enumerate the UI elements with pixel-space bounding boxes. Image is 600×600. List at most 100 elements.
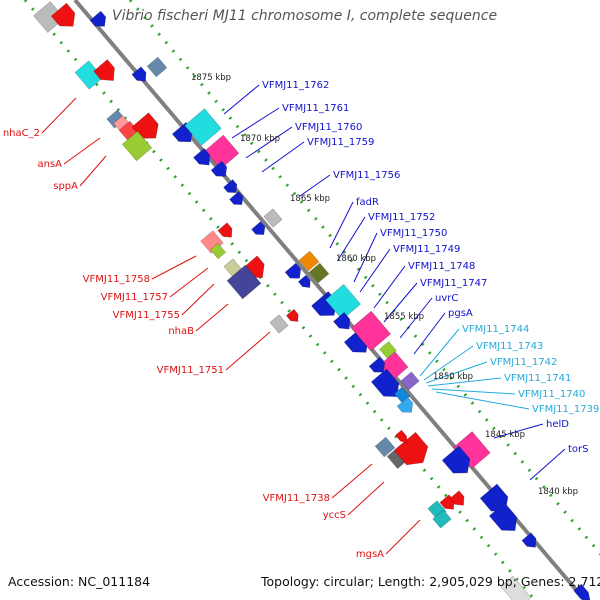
left-gene-label-ansa[interactable]: ansA (37, 159, 62, 170)
gene-feature[interactable] (432, 509, 452, 529)
gene-feature[interactable] (263, 208, 283, 228)
right-gene-label-vfmj11-1762[interactable]: VFMJ11_1762 (262, 80, 329, 91)
gene-feature[interactable] (441, 445, 476, 480)
gene-feature[interactable] (93, 59, 121, 87)
left-gene-label-vfmj11-1751[interactable]: VFMJ11_1751 (157, 365, 224, 376)
gene-feature[interactable] (209, 242, 227, 260)
gene-feature[interactable] (229, 191, 247, 209)
leader-line-vfmj11-1756 (299, 174, 331, 197)
leader-line-vfmj11-1761 (231, 107, 280, 139)
right-gene-label-vfmj11-1752[interactable]: VFMJ11_1752 (368, 212, 435, 223)
gene-feature[interactable] (396, 396, 417, 417)
gene-feature[interactable] (370, 368, 404, 403)
right-gene-label-vfmj11-1743[interactable]: VFMJ11_1743 (476, 341, 543, 352)
gene-feature[interactable] (217, 222, 236, 241)
right-gene-label-vfmj11-1742[interactable]: VFMJ11_1742 (490, 357, 557, 368)
gene-feature[interactable] (210, 160, 231, 181)
gene-feature[interactable] (449, 490, 468, 509)
scale-label-1855-kbp: 1855 kbp (384, 312, 424, 322)
gene-feature[interactable] (297, 274, 313, 291)
gene-feature[interactable] (325, 283, 361, 321)
gene-feature[interactable] (308, 262, 330, 284)
right-gene-label-vfmj11-1744[interactable]: VFMJ11_1744 (462, 324, 529, 335)
right-gene-label-vfmj11-1739[interactable]: VFMJ11_1739 (532, 404, 599, 415)
gene-feature[interactable] (131, 66, 150, 85)
gene-feature[interactable] (285, 308, 301, 325)
left-gene-label-yccs[interactable]: yccS (323, 510, 346, 521)
label-leader-lines (41, 84, 566, 555)
gene-feature[interactable] (121, 130, 153, 162)
right-gene-label-vfmj11-1748[interactable]: VFMJ11_1748 (408, 261, 475, 272)
scale-label-1865-kbp: 1865 kbp (290, 194, 330, 204)
leader-line-pgsa (413, 312, 446, 355)
left-gene-label-sppa[interactable]: sppA (53, 181, 78, 192)
gene-feature[interactable] (226, 264, 262, 300)
right-gene-label-vfmj11-1759[interactable]: VFMJ11_1759 (307, 137, 374, 148)
leader-line-vfmj11-1739 (435, 391, 530, 410)
right-gene-label-vfmj11-1741[interactable]: VFMJ11_1741 (504, 373, 571, 384)
leader-line-vfmj11-1758 (151, 255, 197, 280)
gene-feature[interactable] (269, 314, 289, 334)
gene-feature[interactable] (284, 262, 305, 283)
right-gene-label-vfmj11-1749[interactable]: VFMJ11_1749 (393, 244, 460, 255)
gene-feature[interactable] (131, 112, 164, 146)
accession-text: Accession: NC_011184 (8, 574, 151, 589)
left-gene-label-mgsa[interactable]: mgsA (356, 549, 384, 560)
leader-line-vfmj11-1750 (353, 232, 378, 283)
gene-feature[interactable] (400, 371, 420, 391)
gene-feature[interactable] (74, 60, 104, 90)
gene-feature[interactable] (379, 341, 397, 359)
gene-feature[interactable] (223, 179, 241, 197)
leader-line-vfmj11-1755 (181, 283, 215, 316)
right-gene-label-uvrc[interactable]: uvrC (435, 293, 458, 304)
right-gene-label-vfmj11-1740[interactable]: VFMJ11_1740 (518, 389, 585, 400)
gene-feature[interactable] (393, 431, 433, 471)
right-gene-label-held[interactable]: helD (546, 419, 569, 430)
right-gene-label-vfmj11-1761[interactable]: VFMJ11_1761 (282, 103, 349, 114)
leader-line-nhac-2 (41, 97, 77, 134)
gene-feature[interactable] (350, 310, 392, 352)
right-gene-label-vfmj11-1756[interactable]: VFMJ11_1756 (333, 170, 400, 181)
gene-feature[interactable] (394, 429, 410, 446)
scale-label-1850-kbp: 1850 kbp (433, 372, 473, 382)
leader-line-vfmj11-1757 (169, 267, 209, 298)
leader-line-vfmj11-1748 (373, 265, 406, 309)
left-gene-label-vfmj11-1738[interactable]: VFMJ11_1738 (263, 493, 330, 504)
leader-line-fadr (329, 201, 354, 249)
leader-line-held (493, 423, 544, 439)
scale-label-1845-kbp: 1845 kbp (485, 430, 525, 440)
gene-feature[interactable] (374, 436, 396, 458)
leader-line-nhab (195, 303, 229, 332)
gene-feature[interactable] (573, 583, 595, 600)
gene-feature[interactable] (146, 56, 168, 78)
gene-feature[interactable] (298, 250, 320, 272)
left-gene-label-vfmj11-1755[interactable]: VFMJ11_1755 (113, 310, 180, 321)
left-gene-label-nhac-2[interactable]: nhaC_2 (3, 128, 40, 139)
gene-feature[interactable] (193, 147, 214, 169)
gene-feature[interactable] (184, 108, 222, 146)
gene-feature[interactable] (204, 134, 240, 170)
gene-feature[interactable] (488, 502, 522, 537)
left-gene-label-nhab[interactable]: nhaB (168, 326, 194, 337)
leader-line-vfmj11-1742 (425, 361, 488, 384)
right-gene-label-vfmj11-1750[interactable]: VFMJ11_1750 (380, 228, 447, 239)
scale-label-1870-kbp: 1870 kbp (240, 134, 280, 144)
right-gene-label-pgsa[interactable]: pgsA (448, 308, 473, 319)
right-gene-label-vfmj11-1747[interactable]: VFMJ11_1747 (420, 278, 487, 289)
gene-labels: nhaC_2ansAsppAVFMJ11_1758VFMJ11_1757VFMJ… (3, 80, 600, 560)
right-gene-label-vfmj11-1760[interactable]: VFMJ11_1760 (295, 122, 362, 133)
gene-feature[interactable] (89, 10, 110, 31)
right-gene-label-tors[interactable]: torS (568, 444, 589, 455)
gene-feature[interactable] (33, 1, 65, 33)
gene-feature[interactable] (521, 532, 540, 551)
leader-line-vfmj11-1759 (261, 141, 305, 173)
gene-feature[interactable] (50, 2, 80, 33)
gene-feature[interactable] (251, 221, 269, 239)
gene-feature[interactable] (368, 356, 389, 377)
scale-label-1840-kbp: 1840 kbp (538, 487, 578, 497)
gene-feature[interactable] (333, 311, 354, 333)
right-gene-label-fadr[interactable]: fadR (356, 197, 379, 208)
left-gene-label-vfmj11-1757[interactable]: VFMJ11_1757 (101, 292, 168, 303)
left-gene-label-vfmj11-1758[interactable]: VFMJ11_1758 (83, 274, 150, 285)
